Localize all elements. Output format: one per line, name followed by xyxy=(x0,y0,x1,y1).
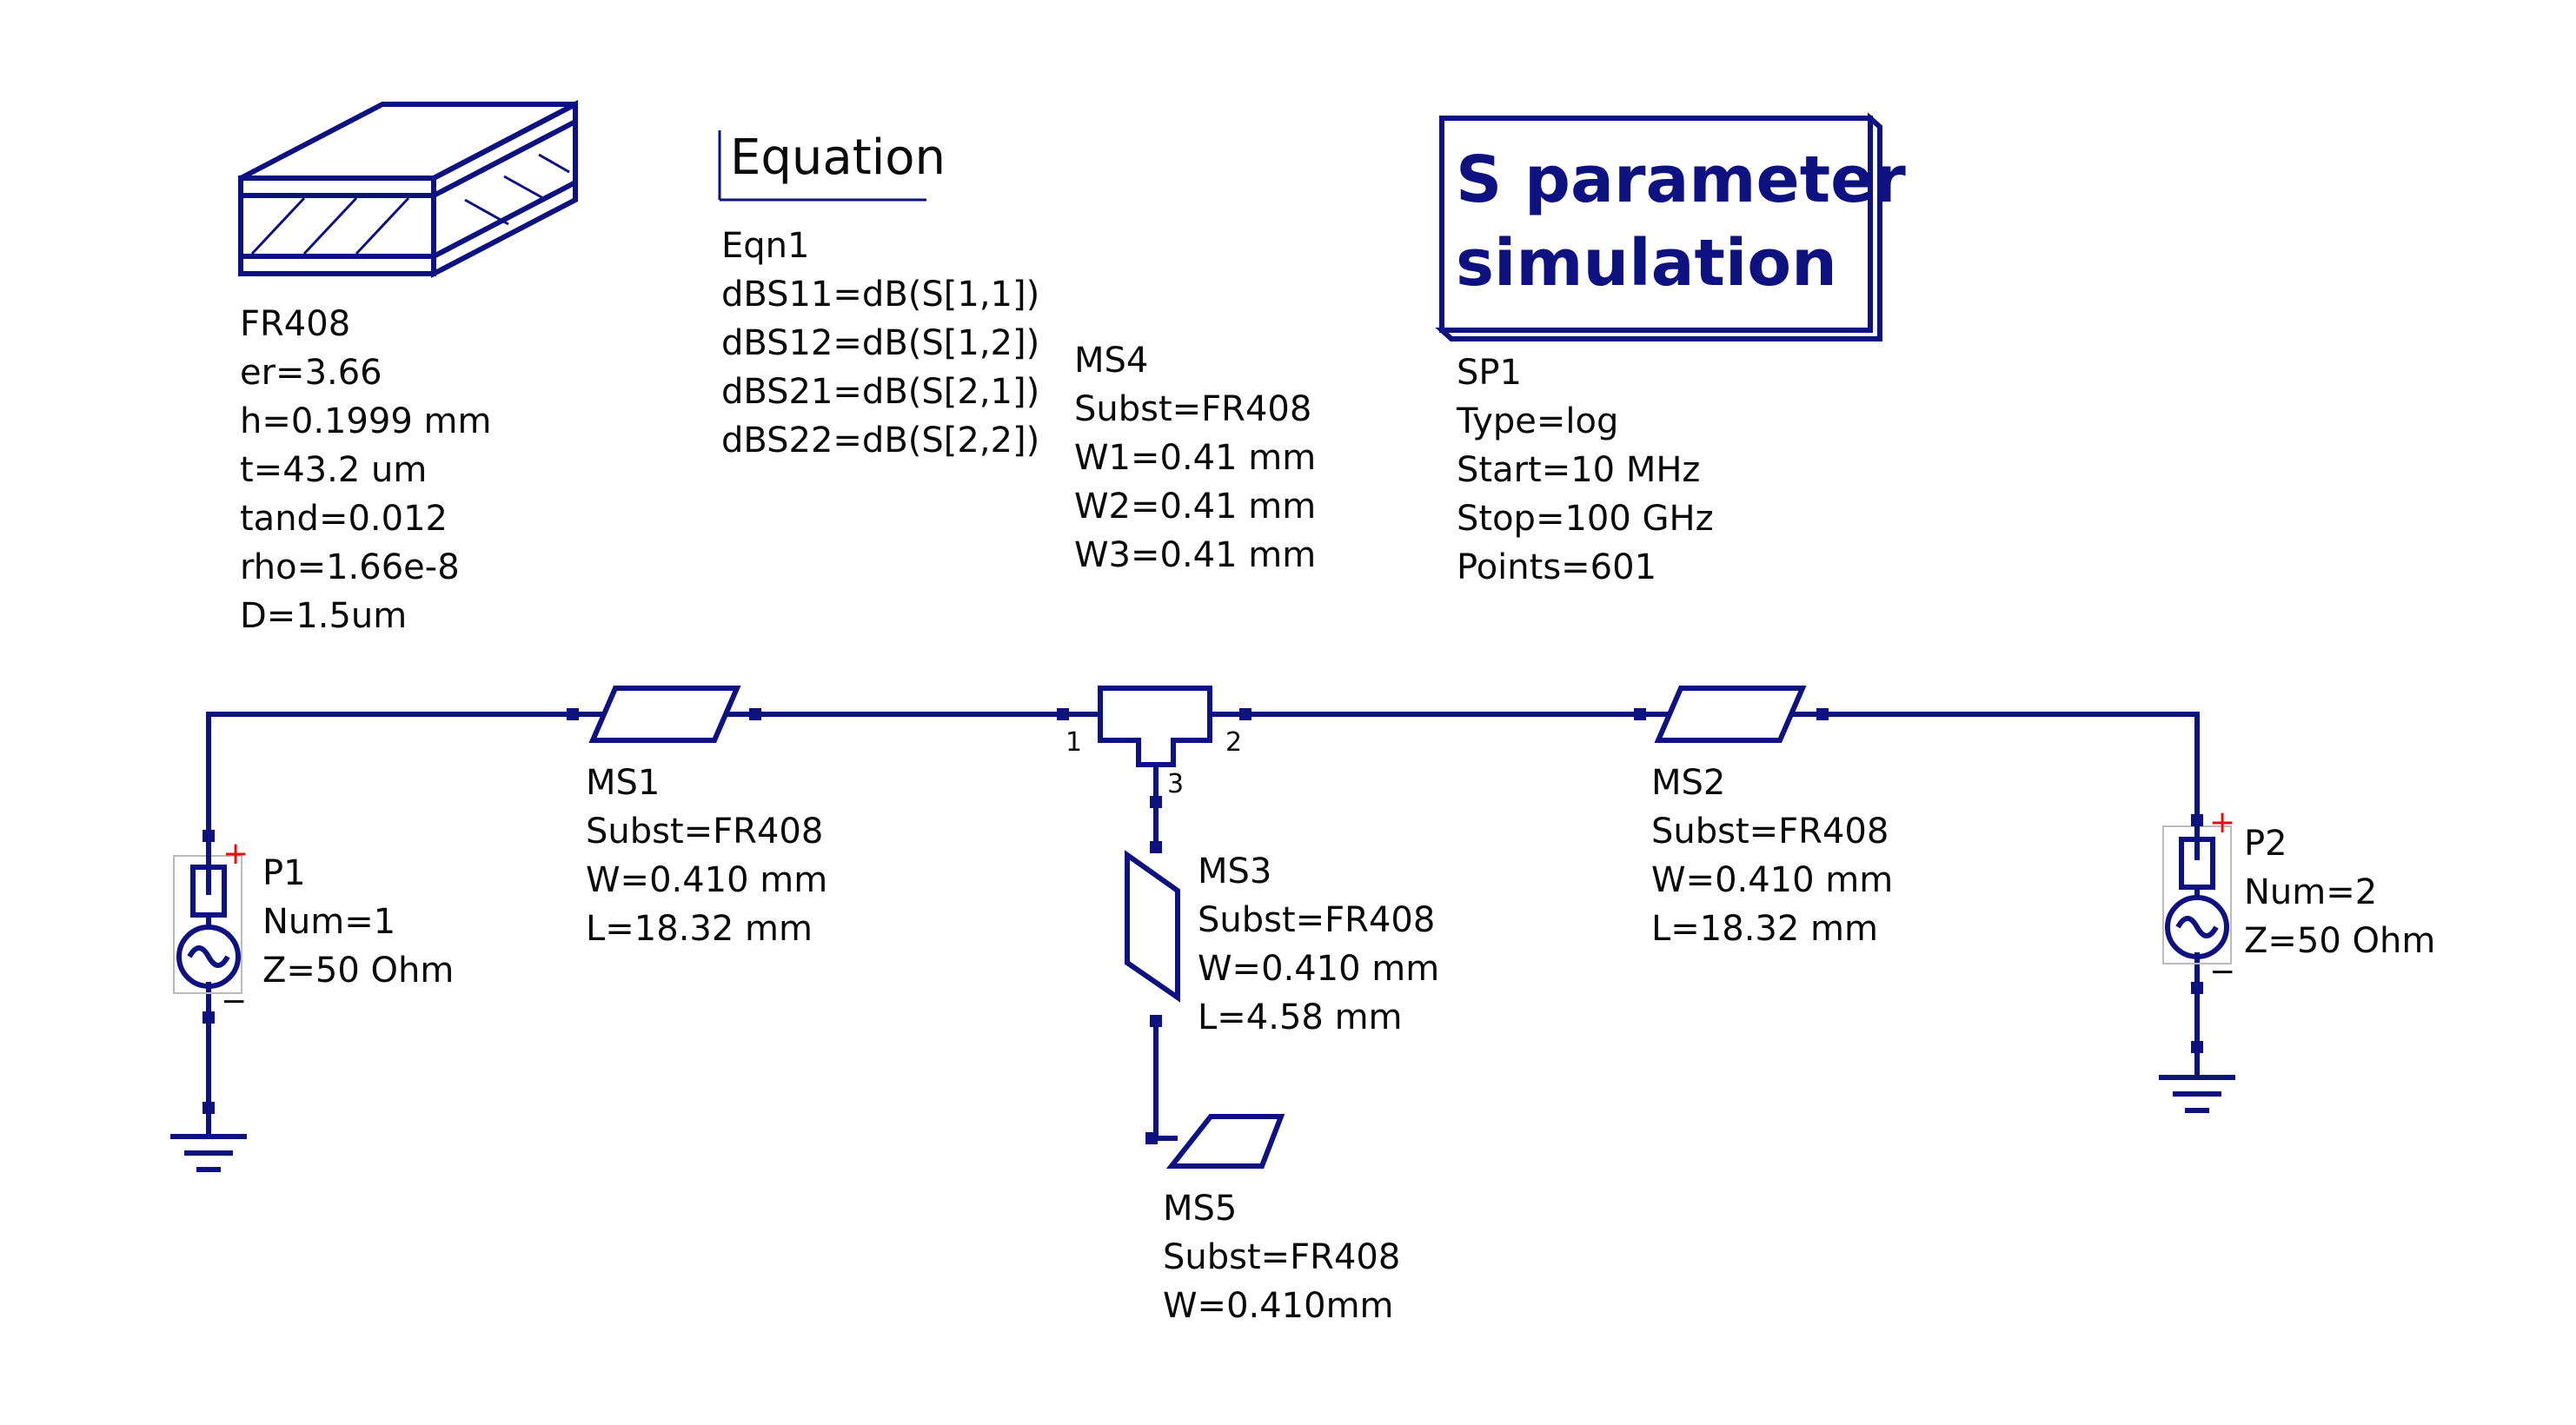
equation-name: Eqn1 xyxy=(721,226,809,266)
equation-dbs11: dBS11=dB(S[1,1]) xyxy=(721,275,1039,315)
substrate-name: FR408 xyxy=(240,304,350,344)
ms1-pin-left[interactable] xyxy=(567,708,579,720)
ms1-name: MS1 xyxy=(586,763,660,803)
ms3-length: L=4.58 mm xyxy=(1198,998,1403,1037)
simulation-name: SP1 xyxy=(1457,353,1522,393)
equation-dbs22: dBS22=dB(S[2,2]) xyxy=(721,421,1039,461)
p2-sine-icon xyxy=(2175,916,2219,938)
substrate-prop-er: er=3.66 xyxy=(240,353,382,393)
p1-source-icon xyxy=(176,925,241,989)
microstrip-ms5-component[interactable]: MS5 Subst=FR408 W=0.410mm xyxy=(1145,1114,1400,1326)
ms3-pin-bottom[interactable] xyxy=(1150,1015,1162,1027)
tee-w3: W3=0.41 mm xyxy=(1074,535,1316,575)
ms3-width: W=0.410 mm xyxy=(1198,949,1439,989)
wire-ms2-to-p2[interactable] xyxy=(1827,712,2200,860)
ms2-width: W=0.410 mm xyxy=(1651,860,1893,900)
ms3-name: MS3 xyxy=(1198,852,1271,891)
port-p2-component[interactable]: + − P2 Num=2 Z=50 Ohm xyxy=(2162,805,2435,994)
ms1-length: L=18.32 mm xyxy=(586,909,813,949)
p1-sine-icon xyxy=(187,945,230,968)
ms2-length: L=18.32 mm xyxy=(1651,909,1878,949)
equation-icon: Equation xyxy=(718,129,946,202)
ms2-pin-right[interactable] xyxy=(1816,708,1829,720)
substrate-prop-d: D=1.5um xyxy=(240,596,407,636)
p2-pin-top[interactable] xyxy=(2191,814,2203,826)
ground-1-icon[interactable] xyxy=(170,1102,247,1172)
tee-w2: W2=0.41 mm xyxy=(1074,487,1316,527)
p1-num: Num=1 xyxy=(262,902,395,942)
p1-name: P1 xyxy=(262,853,306,893)
simulation-box: S parameter simulation xyxy=(1435,112,1906,341)
equation-component[interactable]: Equation Eqn1 dBS11=dB(S[1,1]) dBS12=dB(… xyxy=(718,129,1039,461)
microstrip-ms1-component[interactable]: MS1 Subst=FR408 W=0.410 mm L=18.32 mm xyxy=(567,686,827,949)
p2-plus-sign: + xyxy=(2209,805,2235,840)
substrate-icon xyxy=(238,100,578,278)
ms5-symbol xyxy=(1165,1114,1285,1169)
p1-pin-top[interactable] xyxy=(202,830,215,842)
simulation-type: Type=log xyxy=(1456,401,1618,441)
ms5-width: W=0.410mm xyxy=(1163,1286,1394,1326)
p2-num: Num=2 xyxy=(2244,872,2377,912)
tee-pin-label-1: 1 xyxy=(1066,727,1082,758)
p2-name: P2 xyxy=(2244,824,2287,864)
ms2-name: MS2 xyxy=(1651,763,1725,803)
p2-impedance: Z=50 Ohm xyxy=(2244,921,2435,961)
ms5-name: MS5 xyxy=(1163,1189,1237,1229)
port-p1-component[interactable]: + − P1 Num=1 Z=50 Ohm xyxy=(173,830,454,1024)
ms3-symbol xyxy=(1125,850,1180,1003)
substrate-component[interactable]: FR408 er=3.66 h=0.1999 mm t=43.2 um tand… xyxy=(238,100,578,636)
ms3-pin-top[interactable] xyxy=(1150,841,1162,853)
microstrip-ms3-component[interactable]: MS3 Subst=FR408 W=0.410 mm L=4.58 mm xyxy=(1125,841,1439,1037)
simulation-points: Points=601 xyxy=(1457,547,1656,587)
substrate-prop-tand: tand=0.012 xyxy=(240,499,448,539)
p1-impedance: Z=50 Ohm xyxy=(262,951,454,991)
ms1-width: W=0.410 mm xyxy=(586,860,827,900)
p2-minus-sign: − xyxy=(2209,954,2235,990)
ms2-subst: Subst=FR408 xyxy=(1651,812,1889,852)
ms2-pin-left[interactable] xyxy=(1634,708,1646,720)
ground-2-icon[interactable] xyxy=(2159,1041,2235,1113)
ms3-subst: Subst=FR408 xyxy=(1198,900,1435,940)
tee-ms4-component[interactable]: MS4 Subst=FR408 W1=0.41 mm W2=0.41 mm W3… xyxy=(1057,341,1316,808)
microstrip-ms2-component[interactable]: MS2 Subst=FR408 W=0.410 mm L=18.32 mm xyxy=(1634,686,1893,949)
tee-symbol xyxy=(1098,686,1212,767)
ms1-symbol xyxy=(588,686,741,743)
p2-source-icon xyxy=(2165,895,2229,959)
p1-plus-sign: + xyxy=(222,836,249,872)
tee-pin-3[interactable] xyxy=(1150,796,1162,808)
equation-dbs21: dBS21=dB(S[2,1]) xyxy=(721,372,1039,412)
p1-pin-bottom[interactable] xyxy=(202,1011,215,1024)
tee-name: MS4 xyxy=(1074,341,1148,381)
tee-pin-label-2: 2 xyxy=(1225,727,1242,758)
equation-dbs12: dBS12=dB(S[1,2]) xyxy=(721,323,1039,363)
simulation-title-line2: simulation xyxy=(1456,226,1837,301)
simulation-title-line1: S parameter xyxy=(1456,142,1906,217)
ms2-symbol xyxy=(1654,686,1807,743)
sparam-simulation-component[interactable]: S parameter simulation SP1 Type=log Star… xyxy=(1435,112,1906,587)
ms5-subst: Subst=FR408 xyxy=(1163,1237,1400,1277)
tee-subst: Subst=FR408 xyxy=(1074,389,1311,429)
simulation-stop: Stop=100 GHz xyxy=(1457,499,1714,539)
ms1-subst: Subst=FR408 xyxy=(586,812,823,852)
tee-pin-1[interactable] xyxy=(1057,708,1069,720)
wires xyxy=(206,712,2200,1141)
substrate-prop-h: h=0.1999 mm xyxy=(240,401,491,441)
substrate-prop-t: t=43.2 um xyxy=(240,450,427,490)
tee-w1: W1=0.41 mm xyxy=(1074,438,1316,478)
tee-pin-2[interactable] xyxy=(1239,708,1251,720)
p1-minus-sign: − xyxy=(221,984,247,1019)
equation-title: Equation xyxy=(730,129,946,186)
tee-pin-label-3: 3 xyxy=(1167,769,1184,799)
substrate-prop-rho: rho=1.66e-8 xyxy=(240,547,460,587)
simulation-start: Start=10 MHz xyxy=(1457,450,1700,490)
ms1-pin-right[interactable] xyxy=(749,708,761,720)
p2-pin-bottom[interactable] xyxy=(2191,982,2203,994)
ms5-pin[interactable] xyxy=(1145,1132,1158,1144)
